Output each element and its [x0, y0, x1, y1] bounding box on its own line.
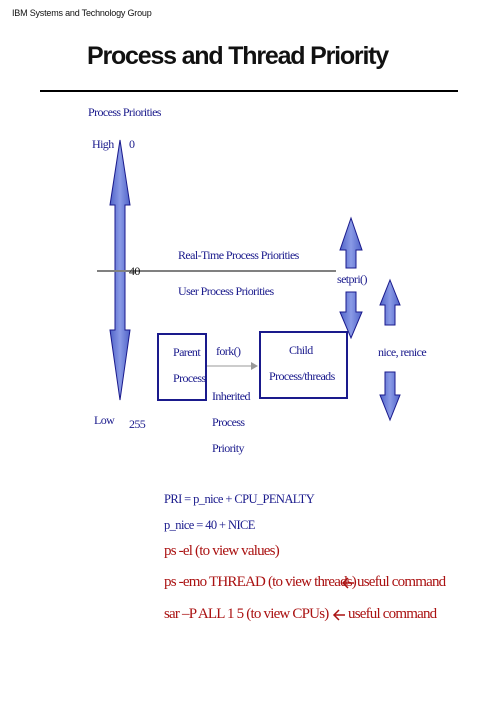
useful-command-note: useful command	[357, 574, 446, 590]
org-header: IBM Systems and Technology Group	[12, 8, 152, 18]
parent-box-line2: Process	[173, 371, 206, 385]
scale-heading: Process Priorities	[88, 105, 161, 119]
parent-process-box: Parent Process	[157, 333, 207, 401]
title-underline	[40, 90, 458, 92]
useful-command-note: useful command	[348, 606, 437, 622]
setpri-down-arrow	[339, 291, 363, 340]
inherit-line1: Inherited	[212, 389, 251, 403]
scale-low-value: 255	[129, 417, 146, 431]
inherit-line2: Process	[212, 415, 245, 429]
fork-label: fork()	[216, 344, 241, 358]
scale-low-label: Low	[94, 413, 115, 427]
fork-arrow-head	[251, 362, 258, 370]
command-ps-el: ps -el (to view values)	[164, 543, 280, 559]
setpri-up-arrow	[339, 216, 363, 269]
nice-down-arrow	[379, 371, 401, 422]
nice-up-arrow	[379, 278, 401, 326]
setpri-label: setpri()	[337, 272, 367, 286]
child-box-line2: Process/threads	[269, 369, 335, 383]
nice-renice-label: nice, renice	[378, 345, 427, 359]
scale-mid-value: 40	[129, 264, 140, 278]
scale-high-label: High	[92, 137, 114, 151]
user-band-label: User Process Priorities	[178, 284, 274, 298]
pri-formula: PRI = p_nice + CPU_PENALTY	[164, 492, 315, 506]
realtime-band-label: Real-Time Process Priorities	[178, 248, 299, 262]
useful-arrow-icon	[341, 577, 354, 589]
child-box-line1: Child	[289, 343, 313, 357]
parent-box-line1: Parent	[173, 345, 201, 359]
inherit-line3: Priority	[212, 441, 244, 455]
command-sar: sar –P ALL 1 5 (to view CPUs)	[164, 606, 329, 622]
nice-formula: p_nice = 40 + NICE	[164, 518, 255, 532]
child-process-box: Child Process/threads	[259, 331, 348, 399]
command-ps-emo: ps -emo THREAD (to view threads)	[164, 574, 357, 590]
slide-title: Process and Thread Priority	[86, 42, 389, 70]
scale-high-value: 0	[129, 137, 135, 151]
useful-arrow-icon	[332, 609, 345, 621]
